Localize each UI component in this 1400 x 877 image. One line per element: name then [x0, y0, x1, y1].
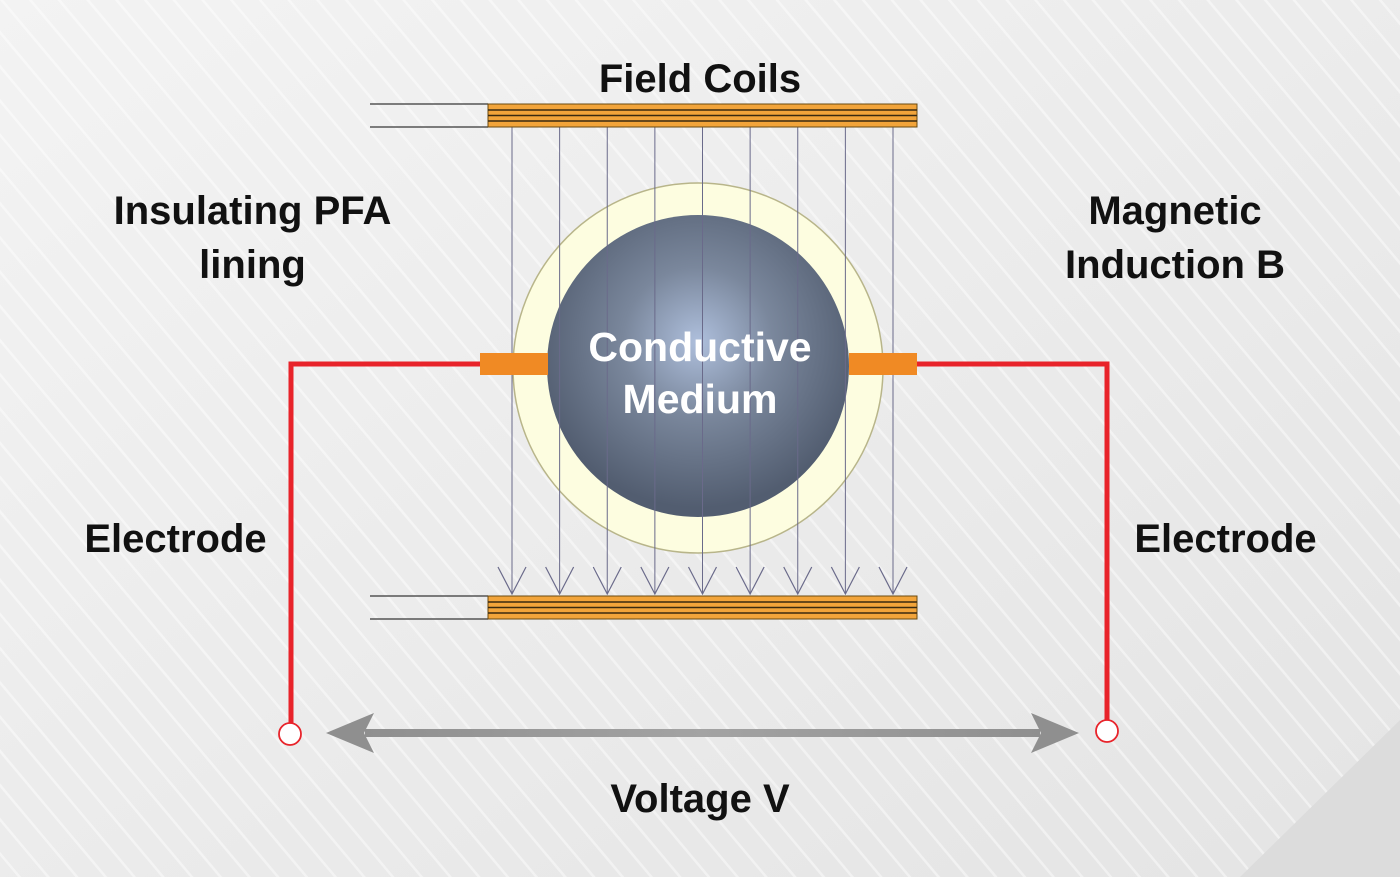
conductive-medium	[547, 215, 849, 517]
field-line-arrowhead	[545, 566, 575, 596]
voltage-arrow	[326, 713, 1079, 753]
field-line-arrowhead	[735, 566, 765, 596]
right-electrode-label: Electrode	[1134, 517, 1317, 561]
right-electrode-wire	[917, 361, 1110, 721]
right-terminal	[1095, 719, 1119, 743]
left-electrode-label: Electrode	[84, 517, 267, 561]
left-electrode	[480, 353, 548, 375]
magnetic-induction-line2: Induction B	[1065, 243, 1285, 287]
insulating-lining-line2: lining	[199, 243, 306, 287]
field-line-arrowhead	[783, 566, 813, 596]
left-terminal	[278, 722, 302, 746]
conductive-medium-label: Conductive Medium	[540, 321, 860, 425]
magnetic-induction-label: Magnetic Induction B	[1010, 184, 1340, 292]
bottom-coil-leads	[370, 595, 488, 620]
insulating-lining-label: Insulating PFA lining	[60, 184, 445, 292]
left-electrode-wire	[288, 361, 480, 724]
field-line-arrowhead	[878, 566, 908, 596]
field-line-arrowhead	[640, 566, 670, 596]
right-electrode	[849, 353, 917, 375]
conductive-medium-line2: Medium	[622, 376, 778, 422]
insulating-lining-line1: Insulating PFA	[113, 189, 392, 233]
bottom-field-coil	[487, 595, 918, 620]
field-line-arrowhead	[687, 566, 718, 596]
field-line-arrowhead	[830, 566, 860, 596]
corner-shade	[1240, 720, 1400, 877]
field-line-arrowhead	[497, 566, 527, 596]
field-line-arrowhead	[592, 566, 622, 596]
conductive-medium-line1: Conductive	[588, 324, 812, 370]
voltage-label: Voltage V	[610, 777, 790, 821]
magnetic-induction-line1: Magnetic	[1088, 189, 1262, 233]
field-coils-label: Field Coils	[598, 57, 802, 101]
top-coil-leads	[370, 103, 488, 128]
top-field-coil	[487, 103, 918, 128]
